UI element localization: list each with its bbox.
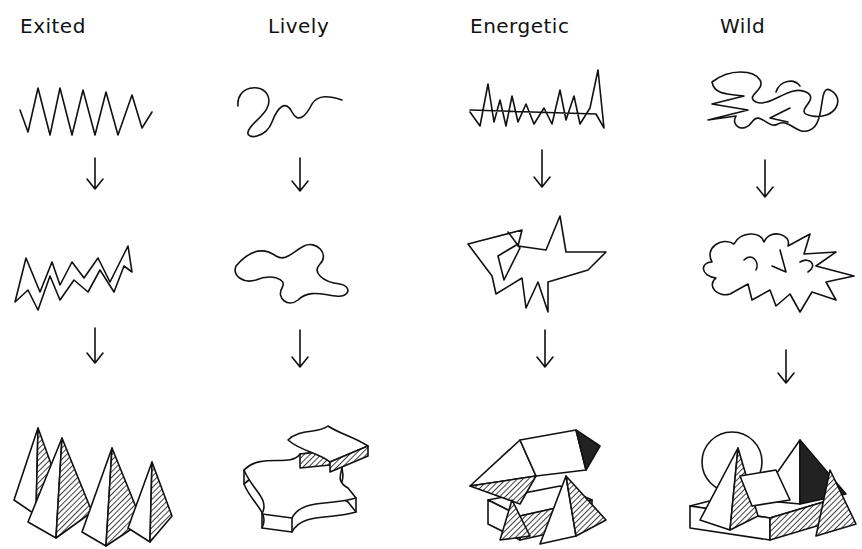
wedge-face (576, 430, 600, 470)
slab-side (330, 446, 368, 472)
column-heading: Energetic (470, 14, 569, 38)
down-arrow (778, 350, 794, 383)
down-arrow (537, 330, 553, 367)
wavy-line (238, 88, 342, 137)
wedge-face (740, 470, 790, 506)
slab-edge (244, 470, 356, 532)
energetic-column (468, 70, 606, 544)
pyramid-face (128, 462, 152, 542)
wild-shape (703, 234, 854, 312)
wedge-face (566, 476, 606, 536)
tangled-line (708, 72, 838, 131)
wild-column (690, 72, 856, 540)
angular-shape (468, 216, 606, 312)
column-heading: Lively (268, 14, 329, 38)
tangled-line (770, 81, 800, 122)
down-arrow (87, 328, 103, 363)
pyramid-face (150, 462, 172, 542)
down-arrow (292, 330, 308, 367)
wedge-face (500, 500, 530, 540)
spiky-line (470, 70, 604, 128)
wild-shape-inner (744, 250, 813, 272)
wedge-face (520, 430, 586, 476)
zigzag-line (20, 88, 152, 135)
wavy-shape (235, 245, 348, 303)
column-heading: Exited (20, 14, 86, 38)
down-arrow (292, 158, 308, 191)
angular-overlap (498, 232, 520, 280)
down-arrow (534, 150, 550, 187)
down-arrow (757, 160, 773, 197)
lively-column (235, 88, 368, 532)
zigzag-shape (15, 246, 132, 310)
exited-column (14, 88, 172, 546)
wedge-face (470, 476, 536, 504)
column-heading: Wild (720, 14, 765, 38)
down-arrow (87, 158, 103, 189)
pyramid-face (14, 428, 38, 515)
pyramid-face (816, 470, 856, 536)
